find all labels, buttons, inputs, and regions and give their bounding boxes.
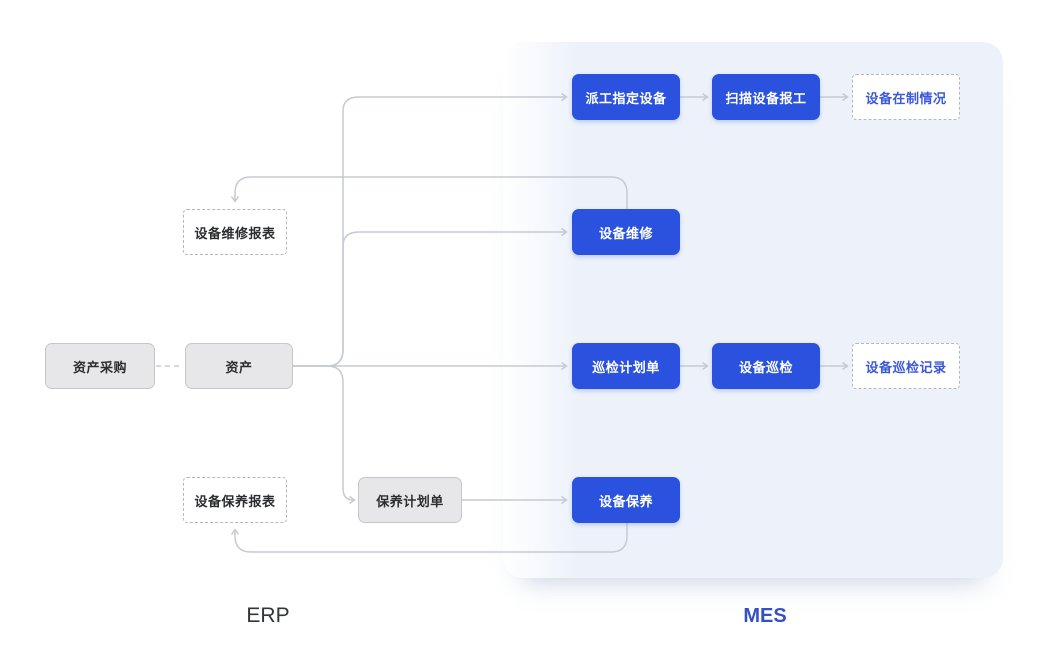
node-scan-report-work-label: 扫描设备报工 [725,90,807,106]
node-equipment-inspection-label: 设备巡检 [738,359,793,375]
node-asset-purchase-label: 资产采购 [72,359,127,375]
node-inspection-plan: 巡检计划单 [572,343,680,389]
node-asset-label: 资产 [225,359,253,375]
node-equipment-inspection: 设备巡检 [712,343,820,389]
edge-asset-to-maintenance-plan [293,365,356,505]
node-inspection-record-label: 设备巡检记录 [865,359,947,375]
node-maintenance-plan-label: 保养计划单 [376,493,444,509]
node-equipment-repair-label: 设备维修 [598,225,653,241]
node-inspection-plan-label: 巡检计划单 [592,359,660,375]
node-maintenance-report: 设备保养报表 [183,477,287,523]
edge-maintenance-to-maintenance-report [230,523,628,553]
erp-label-text: ERP [246,604,290,627]
node-equipment-maintenance-label: 设备保养 [598,493,653,509]
mes-section-label: MES [720,605,810,628]
node-maintenance-report-label: 设备保养报表 [194,493,276,509]
erp-section-label: ERP [223,604,313,628]
node-wip-status: 设备在制情况 [852,74,960,120]
node-inspection-record: 设备巡检记录 [852,343,960,389]
node-dispatch-equipment-label: 派工指定设备 [585,90,667,106]
node-maintenance-plan: 保养计划单 [358,477,462,523]
edge-asset-to-repair [293,227,568,367]
node-asset: 资产 [185,343,293,389]
node-scan-report-work: 扫描设备报工 [712,74,820,120]
node-equipment-repair: 设备维修 [572,209,680,255]
node-repair-report-label: 设备维修报表 [194,225,276,241]
node-repair-report: 设备维修报表 [183,209,287,255]
node-dispatch-equipment: 派工指定设备 [572,74,680,120]
mes-label-text: MES [743,605,787,627]
node-wip-status-label: 设备在制情况 [865,90,947,106]
edge-repair-to-repair-report [230,176,628,209]
node-asset-purchase: 资产采购 [45,343,155,389]
node-equipment-maintenance: 设备保养 [572,477,680,523]
